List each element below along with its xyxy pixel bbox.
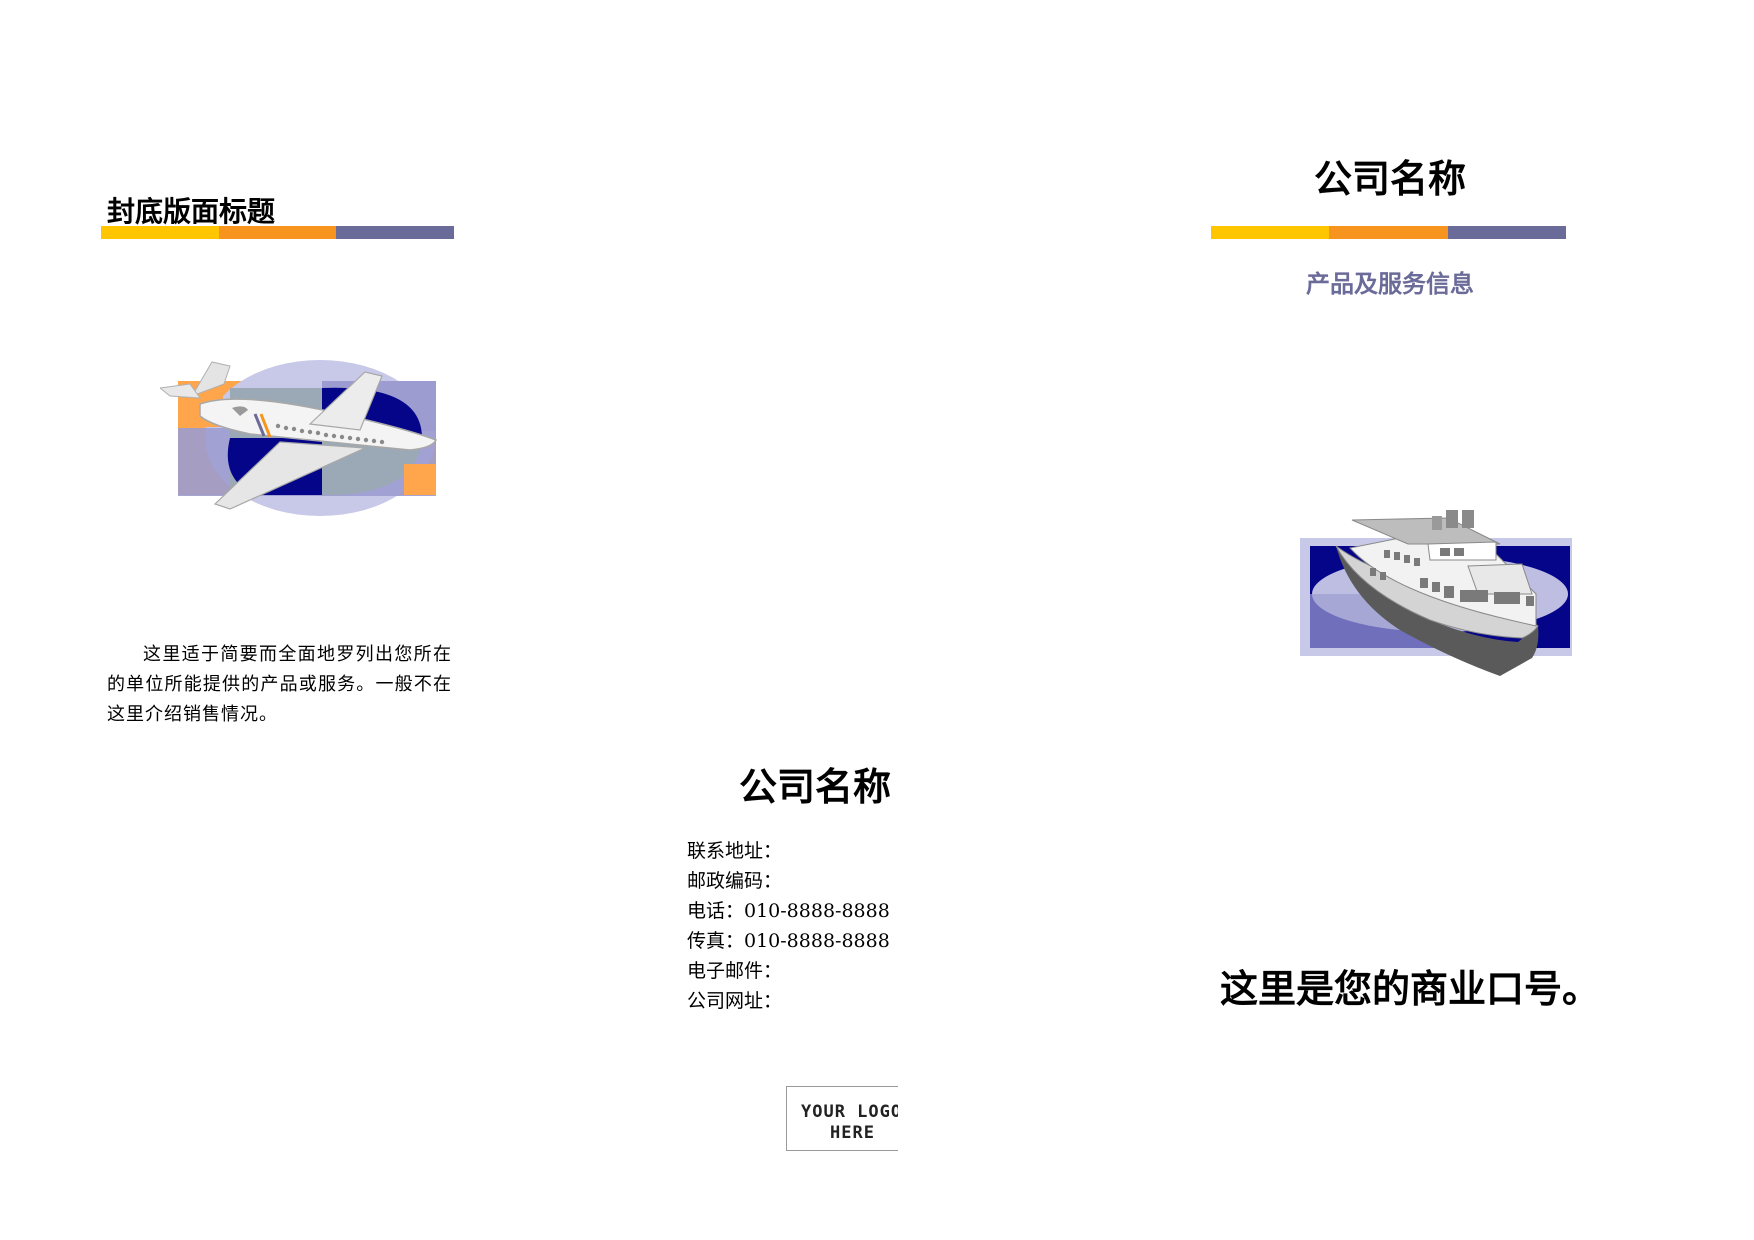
contact-fax: 传真：010-8888-8888 [687,930,890,952]
stripe-yellow [101,226,219,239]
stripe-purple [336,226,455,239]
logo-placeholder: YOUR LOGO HERE [786,1086,898,1151]
company-name-contact: 公司名称 [738,765,891,809]
stripe-orange [1329,226,1448,239]
stripe-orange [218,226,337,239]
contact-address: 联系地址： [687,840,783,862]
back-cover-title: 封底版面标题 [107,195,276,228]
cover-subtitle: 产品及服务信息 [1306,270,1474,298]
company-name-cover: 公司名称 [1313,157,1466,201]
stripe-yellow [1211,226,1330,239]
business-slogan: 这里是您的商业口号。 [1220,967,1601,1011]
airplane-icon [160,360,438,516]
contact-info: 联系地址： 邮政编码： 电话：010-8888-8888 传真：010-8888… [687,836,890,1016]
ship-icon [1300,510,1572,676]
stripe-purple [1447,226,1566,239]
color-stripe [1211,226,1566,239]
intro-paragraph: 这里适于简要而全面地罗列出您所在的单位所能提供的产品或服务。一般不在这里介绍销售… [107,644,452,725]
contact-website: 公司网址： [687,990,783,1012]
logo-line-2: HERE [830,1123,875,1143]
contact-email: 电子邮件： [687,960,783,982]
contact-postal-code: 邮政编码： [687,870,783,892]
logo-line-1: YOUR LOGO [801,1102,898,1122]
contact-phone: 电话：010-8888-8888 [687,900,890,922]
color-stripe [101,226,455,239]
